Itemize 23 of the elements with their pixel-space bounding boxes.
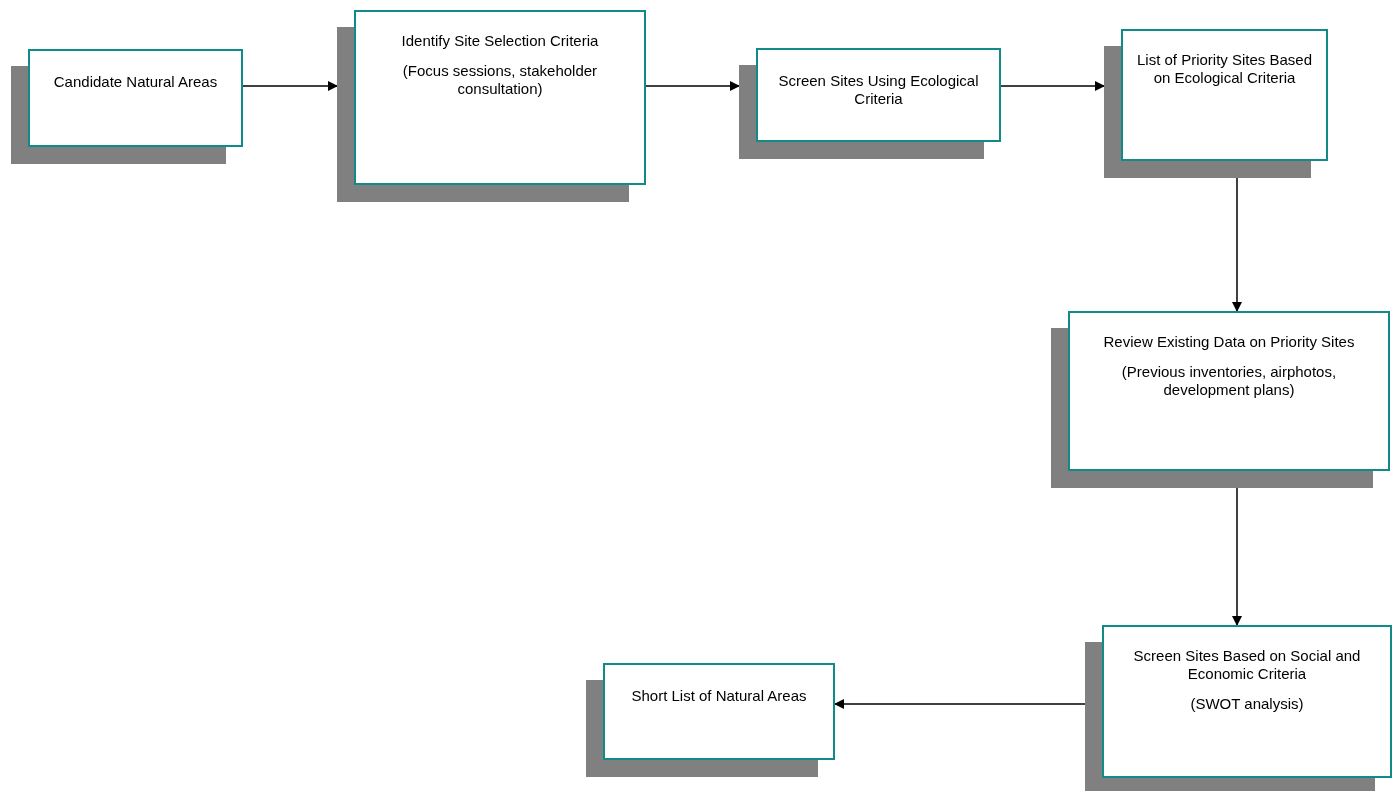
- step-note: (Previous inventories, airphotos, development plans): [1120, 363, 1338, 399]
- process-box: [28, 49, 243, 147]
- arrow: [1232, 487, 1242, 626]
- step-title: List of Priority Sites Based on Ecological Criteria: [1135, 51, 1314, 87]
- arrow: [834, 699, 1086, 709]
- step-title: Identify Site Selection Criteria: [401, 32, 599, 50]
- arrow: [645, 81, 740, 91]
- process-box: [1102, 625, 1392, 778]
- process-box: [1121, 29, 1328, 161]
- step-note: (SWOT analysis): [1190, 695, 1304, 713]
- step-note: (Focus sessions, stakeholder consultation): [401, 62, 599, 98]
- step-title: Short List of Natural Areas: [631, 687, 807, 705]
- arrow: [242, 81, 338, 91]
- process-box: [354, 10, 646, 185]
- step-title: Review Existing Data on Priority Sites: [1103, 333, 1355, 351]
- process-box: [756, 48, 1001, 142]
- process-box: [603, 663, 835, 760]
- step-title: Screen Sites Using Ecological Criteria: [777, 72, 980, 108]
- step-title: Screen Sites Based on Social and Economic Criteria: [1132, 647, 1362, 683]
- process-box: [1068, 311, 1390, 471]
- arrow: [1000, 81, 1105, 91]
- arrow: [1232, 177, 1242, 312]
- step-title: Candidate Natural Areas: [53, 73, 218, 91]
